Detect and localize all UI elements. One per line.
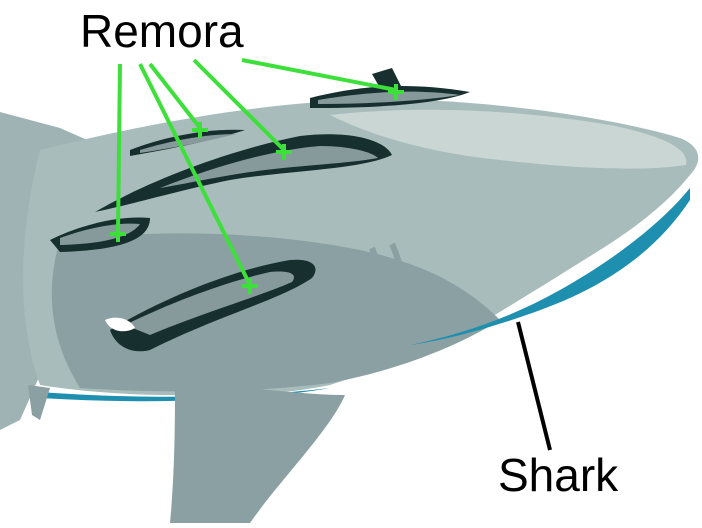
shark-pointer-line xyxy=(518,322,550,450)
shark-pectoral-fin xyxy=(170,380,345,523)
remora-label: Remora xyxy=(80,8,244,54)
pointer-line-left xyxy=(118,64,120,233)
shark-pelvic-fin xyxy=(28,385,50,420)
shark-label: Shark xyxy=(498,452,618,498)
